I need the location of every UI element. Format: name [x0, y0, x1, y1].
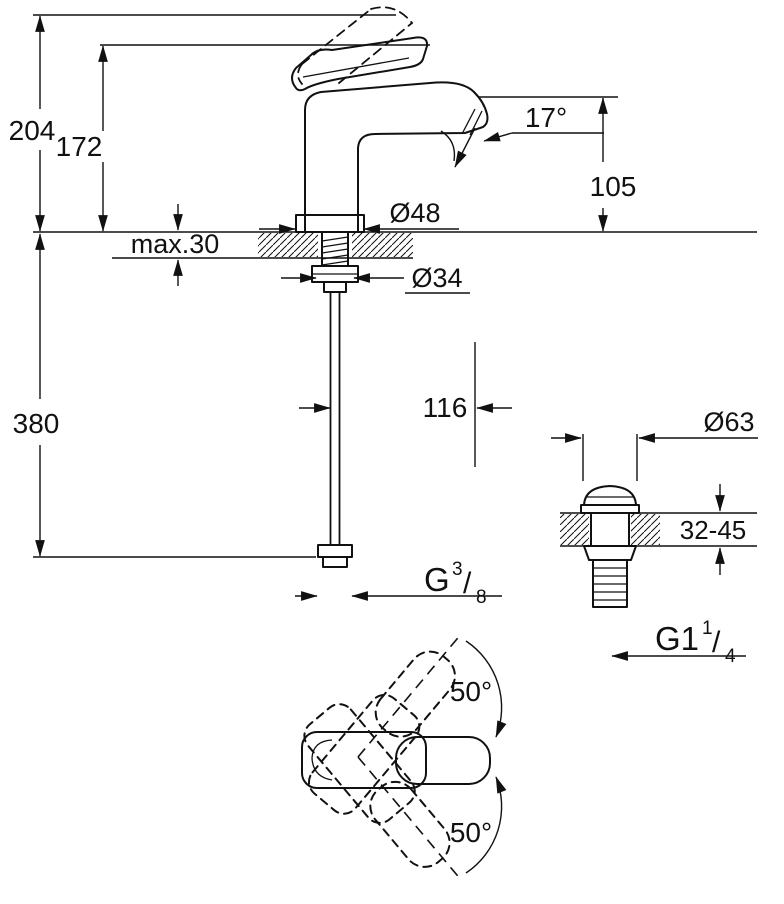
dim-hole-diameter-34: Ø34: [281, 263, 470, 294]
swing-angle-upper-label: 50°: [450, 676, 492, 707]
handle-top-solid: [301, 731, 491, 789]
dim-base-diameter-48: Ø48: [259, 198, 459, 234]
aerator-line: [469, 110, 483, 136]
waste-set: [560, 485, 757, 608]
dim-spout-reach-116: 116: [299, 342, 512, 467]
dim-dia34-label: Ø34: [411, 263, 462, 293]
dim-172-label: 172: [56, 131, 103, 162]
dim-max30-label: max.30: [131, 229, 220, 259]
swing-axis-dashed-lines: [357, 632, 463, 882]
dim-supply-thread-g38: G 3 / 8: [295, 559, 502, 608]
swing-angle-lower-label: 50°: [450, 817, 492, 848]
handle-top-view: 50° 50°: [301, 632, 507, 882]
waste-dome-cap: [583, 485, 637, 506]
waste-flange: [580, 504, 640, 514]
lever-raised-dashed-outline: [297, 6, 413, 85]
dim-32-45-label: 32-45: [680, 515, 747, 545]
aerator-line: [461, 108, 476, 135]
counter-hatch-right: [352, 233, 413, 257]
dim-204-label: 204: [9, 115, 56, 146]
dim-spout-angle-17: 17°: [483, 102, 604, 142]
base-plate: [295, 214, 365, 233]
dim-116-label: 116: [423, 392, 468, 423]
shank-threads: [321, 236, 349, 266]
dim-hose-length-380: 380: [13, 233, 316, 558]
waste-locknut: [583, 545, 637, 561]
dim-height-172: 172: [56, 44, 430, 232]
handle-swung-up-dashed: [307, 650, 456, 815]
dim-overall-height-204: 204: [9, 14, 396, 232]
swing-arc-lower: [465, 776, 507, 874]
leader-line: [483, 131, 513, 142]
dim-waste-thread-g114: G1 1 / 4: [611, 618, 746, 667]
dim-waste-flange-63: Ø63: [551, 407, 758, 481]
swing-arc-upper: [465, 640, 507, 738]
faucet-side-view: [291, 6, 489, 568]
pipe-threads: [593, 567, 627, 601]
dim-105-label: 105: [590, 171, 637, 202]
hose-end-tip: [322, 556, 348, 568]
dim-max-deck-30: max.30: [131, 204, 220, 286]
lever-handle: [291, 36, 429, 92]
dim-waste-deck-32-45: 32-45: [680, 484, 747, 575]
dim-17deg-label: 17°: [525, 102, 567, 133]
g114-thread-label: G1 1 / 4: [655, 618, 736, 667]
g38-thread-label: G 3 / 8: [424, 559, 487, 608]
hose-adapter: [323, 281, 347, 293]
waste-counter-hatch-right: [631, 514, 660, 545]
hose-end-connector: [317, 544, 353, 558]
dim-dia63-label: Ø63: [703, 407, 754, 437]
water-stream-indicator: [440, 127, 476, 168]
supply-hose: [317, 291, 353, 568]
dim-outlet-height-105: 105: [478, 96, 637, 232]
dim-380-label: 380: [13, 408, 60, 439]
waste-counter-hatch-left: [560, 514, 589, 545]
waste-body: [590, 512, 630, 547]
extension-lines: [582, 434, 638, 481]
countertop-section: [33, 231, 757, 259]
dim-dia48-label: Ø48: [389, 198, 440, 228]
counter-hatch-left: [258, 233, 318, 257]
mounting-shank: [311, 231, 359, 293]
